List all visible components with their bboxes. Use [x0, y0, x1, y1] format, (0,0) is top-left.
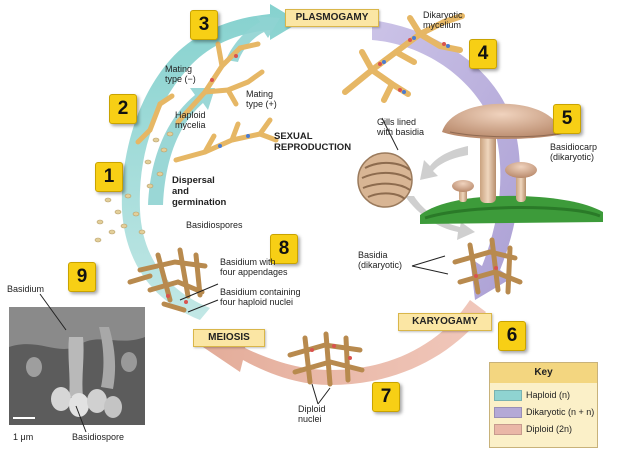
diploid-swatch [494, 424, 522, 436]
step-9-badge: 9 [68, 262, 96, 292]
mating-plus-label: Mating type (+) [246, 89, 277, 109]
key-label-dikaryotic: Dikaryotic (n + n) [526, 407, 595, 417]
haploid-arrow-left [121, 4, 301, 320]
scale-bar-label: 1 μm [13, 432, 34, 442]
haploid-arrow-inner [148, 88, 215, 205]
dispersal-label: Dispersal and germination [172, 175, 227, 208]
basidia-cluster-6 [452, 237, 523, 295]
diploid-nuclei-dots [166, 266, 498, 360]
diploid-arrow [200, 300, 486, 385]
key-item-diploid: Diploid (2n) [494, 424, 573, 436]
grass-mound [420, 195, 603, 224]
step-1-badge: 1 [95, 162, 123, 192]
legend-key: Key Haploid (n) Dikaryotic (n + n) Diplo… [489, 362, 598, 448]
key-title: Key [490, 363, 597, 383]
step-4-badge: 4 [469, 39, 497, 69]
basidium-cluster-8 [127, 247, 208, 313]
karyogamy-label: KARYOGAMY [398, 313, 492, 331]
key-item-haploid: Haploid (n) [494, 390, 571, 402]
step-7-badge: 7 [372, 382, 400, 412]
diploid-nuclei-label: Diploid nuclei [298, 404, 326, 424]
step-3-badge: 3 [190, 10, 218, 40]
step-2-badge: 2 [109, 94, 137, 124]
sexual-reproduction-label: SEXUAL REPRODUCTION [274, 131, 352, 153]
nuclei-dots [210, 36, 450, 148]
grass-shadow [424, 205, 601, 220]
spore-dots [94, 131, 174, 243]
step-5-badge: 5 [553, 104, 581, 134]
dikaryotic-mycelium [342, 13, 465, 103]
haploid-swatch [494, 390, 522, 402]
pointer-lines [179, 117, 449, 405]
gills-label: Gills lined with basidia [377, 117, 425, 137]
dikaryotic-arrow [372, 20, 520, 300]
mating-minus-label: Mating type (−) [165, 64, 196, 84]
basidium-label: Basidium [7, 284, 45, 294]
gill-arrow [420, 146, 468, 180]
basidium-cluster-7 [287, 331, 365, 387]
plasmogamy-label: PLASMOGAMY [285, 9, 379, 27]
key-item-dikaryotic: Dikaryotic (n + n) [494, 407, 595, 419]
basidiocarp-label: Basidiocarp (dikaryotic) [550, 142, 598, 162]
basidia-label: Basidia (dikaryotic) [358, 250, 403, 270]
meiosis-label: MEIOSIS [193, 329, 265, 347]
basidium-nuclei-label: Basidium containing four haploid nuclei [220, 287, 301, 307]
step-6-badge: 6 [498, 321, 526, 351]
basidia-arrow [405, 196, 475, 240]
basidiospore-label: Basidiospore [72, 432, 125, 442]
step-8-badge: 8 [270, 234, 298, 264]
mushroom [442, 103, 562, 203]
gill-closeup [357, 152, 413, 208]
electron-micrograph [9, 307, 145, 425]
haploid-mycelia-label: Haploid mycelia [175, 110, 206, 130]
basidiospores-label: Basidiospores [186, 220, 243, 230]
key-label-haploid: Haploid (n) [526, 390, 571, 400]
haploid-mycelium-plus [135, 93, 279, 163]
key-label-diploid: Diploid (2n) [526, 424, 573, 434]
micrograph-art [9, 307, 145, 425]
basidium-appendages-label: Basidium with four appendages [220, 257, 288, 277]
dikaryotic-mycelium-label: Dikaryotic mycelium [423, 10, 463, 30]
dikaryotic-swatch [494, 407, 522, 419]
